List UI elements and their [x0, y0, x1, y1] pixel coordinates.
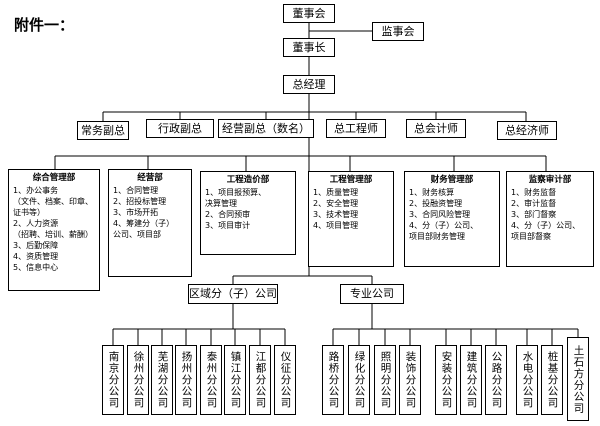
professional-company-highway: 公路分公司: [485, 345, 507, 415]
dept-line: 4、分（子）公司、: [511, 221, 581, 230]
regional-company-wuhu: 芜湖分公司: [151, 345, 173, 415]
dept-title: 工程管理部: [329, 175, 373, 185]
dept-line: 3、市场开拓: [113, 208, 159, 217]
dept-line: 2、投融资管理: [409, 199, 463, 208]
dept-line: 1、办公事务: [13, 186, 59, 195]
attachment-heading: 附件一：: [14, 16, 75, 34]
dept-line: 2、审计监督: [511, 199, 557, 208]
professional-company-greening: 绿化分公司: [348, 345, 370, 415]
professional-company-lighting: 照明分公司: [374, 345, 396, 415]
dept-line: 5、信息中心: [13, 263, 59, 272]
regional-company-xuzhou: 徐州分公司: [127, 345, 149, 415]
dept-line: 3、项目审计: [205, 221, 251, 230]
regional-company-yangzhou: 扬州分公司: [175, 345, 197, 415]
dept-line: 1、财务核算: [409, 188, 455, 197]
chief-accountant-box: 总会计师: [406, 119, 466, 138]
dept-line: 2、人力资源: [13, 219, 59, 228]
board-of-directors-box: 董事会: [283, 4, 335, 23]
dept-line: 证书等）: [13, 208, 45, 217]
professional-company-decoration: 装饰分公司: [399, 345, 421, 415]
dept-title: 综合管理部: [32, 173, 76, 183]
dept-line: （文件、档案、印章、: [13, 197, 93, 206]
professional-company-earthwork: 土石方分公司: [567, 337, 589, 421]
deputy-executive-box: 常务副总: [77, 121, 129, 140]
professional-company-road-bridge: 路桥分公司: [322, 345, 344, 415]
professional-company-water-electric: 水电分公司: [516, 345, 538, 415]
dept-line: 2、招投标管理: [113, 197, 167, 206]
dept-line: 决算管理: [205, 199, 237, 208]
professional-company-installation: 安装分公司: [435, 345, 457, 415]
chief-economist-box: 总经济师: [497, 121, 557, 140]
deputy-business-box: 经营副总（数名）: [218, 119, 314, 138]
dept-audit: 监察审计部 1、财务监督 2、审计监督 3、部门督察 4、分（子）公司、 项目部…: [506, 171, 594, 267]
dept-line: （招聘、培训、薪酬）: [13, 230, 93, 239]
dept-general-management: 综合管理部 1、办公事务 （文件、档案、印章、 证书等） 2、人力资源 （招聘、…: [8, 169, 100, 291]
dept-cost: 工程造价部 1、项目报预算、 决算管理 2、合同预审 3、项目审计: [200, 171, 296, 255]
dept-line: 3、合同风险管理: [409, 210, 471, 219]
regional-company-zhenjiang: 镇江分公司: [224, 345, 246, 415]
regional-company-nanjing: 南京分公司: [102, 345, 124, 415]
dept-title: 工程造价部: [226, 175, 270, 185]
regional-company-yizheng: 仪征分公司: [274, 345, 296, 415]
dept-line: 3、后勤保障: [13, 241, 59, 250]
dept-line: 3、部门督察: [511, 210, 557, 219]
dept-line: 4、筹建分（子）: [113, 219, 175, 228]
dept-line: 1、财务监督: [511, 188, 557, 197]
dept-line: 项目部督察: [511, 232, 551, 241]
dept-line: 1、质量管理: [313, 188, 359, 197]
dept-line: 2、合同预审: [205, 210, 251, 219]
dept-title: 监察审计部: [528, 175, 572, 185]
dept-line: 4、项目管理: [313, 221, 359, 230]
deputy-admin-box: 行政副总: [146, 119, 214, 138]
dept-business: 经营部 1、合同管理 2、招投标管理 3、市场开拓 4、筹建分（子） 公司、项目…: [108, 169, 192, 277]
general-manager-box: 总经理: [283, 75, 335, 94]
dept-line: 4、分（子）公司、: [409, 221, 479, 230]
dept-title: 经营部: [137, 173, 163, 183]
professional-company-piling: 桩基分公司: [541, 345, 563, 415]
dept-line: 公司、项目部: [113, 230, 161, 239]
regional-companies-box: 区域分（子）公司: [188, 284, 278, 304]
dept-line: 1、合同管理: [113, 186, 159, 195]
professional-company-construction: 建筑分公司: [460, 345, 482, 415]
professional-companies-box: 专业公司: [340, 284, 404, 304]
dept-engineering: 工程管理部 1、质量管理 2、安全管理 3、技术管理 4、项目管理: [308, 171, 394, 267]
dept-line: 4、资质管理: [13, 252, 59, 261]
chief-engineer-box: 总工程师: [326, 119, 386, 138]
dept-title: 财务管理部: [430, 175, 474, 185]
dept-line: 2、安全管理: [313, 199, 359, 208]
dept-finance: 财务管理部 1、财务核算 2、投融资管理 3、合同风险管理 4、分（子）公司、 …: [404, 171, 500, 267]
board-of-supervisors-box: 监事会: [372, 22, 424, 41]
dept-line: 1、项目报预算、: [205, 188, 267, 197]
regional-company-taizhou: 泰州分公司: [200, 345, 222, 415]
dept-line: 项目部财务管理: [409, 232, 465, 241]
chairman-box: 董事长: [283, 38, 335, 57]
dept-line: 3、技术管理: [313, 210, 359, 219]
regional-company-jiangdu: 江都分公司: [249, 345, 271, 415]
